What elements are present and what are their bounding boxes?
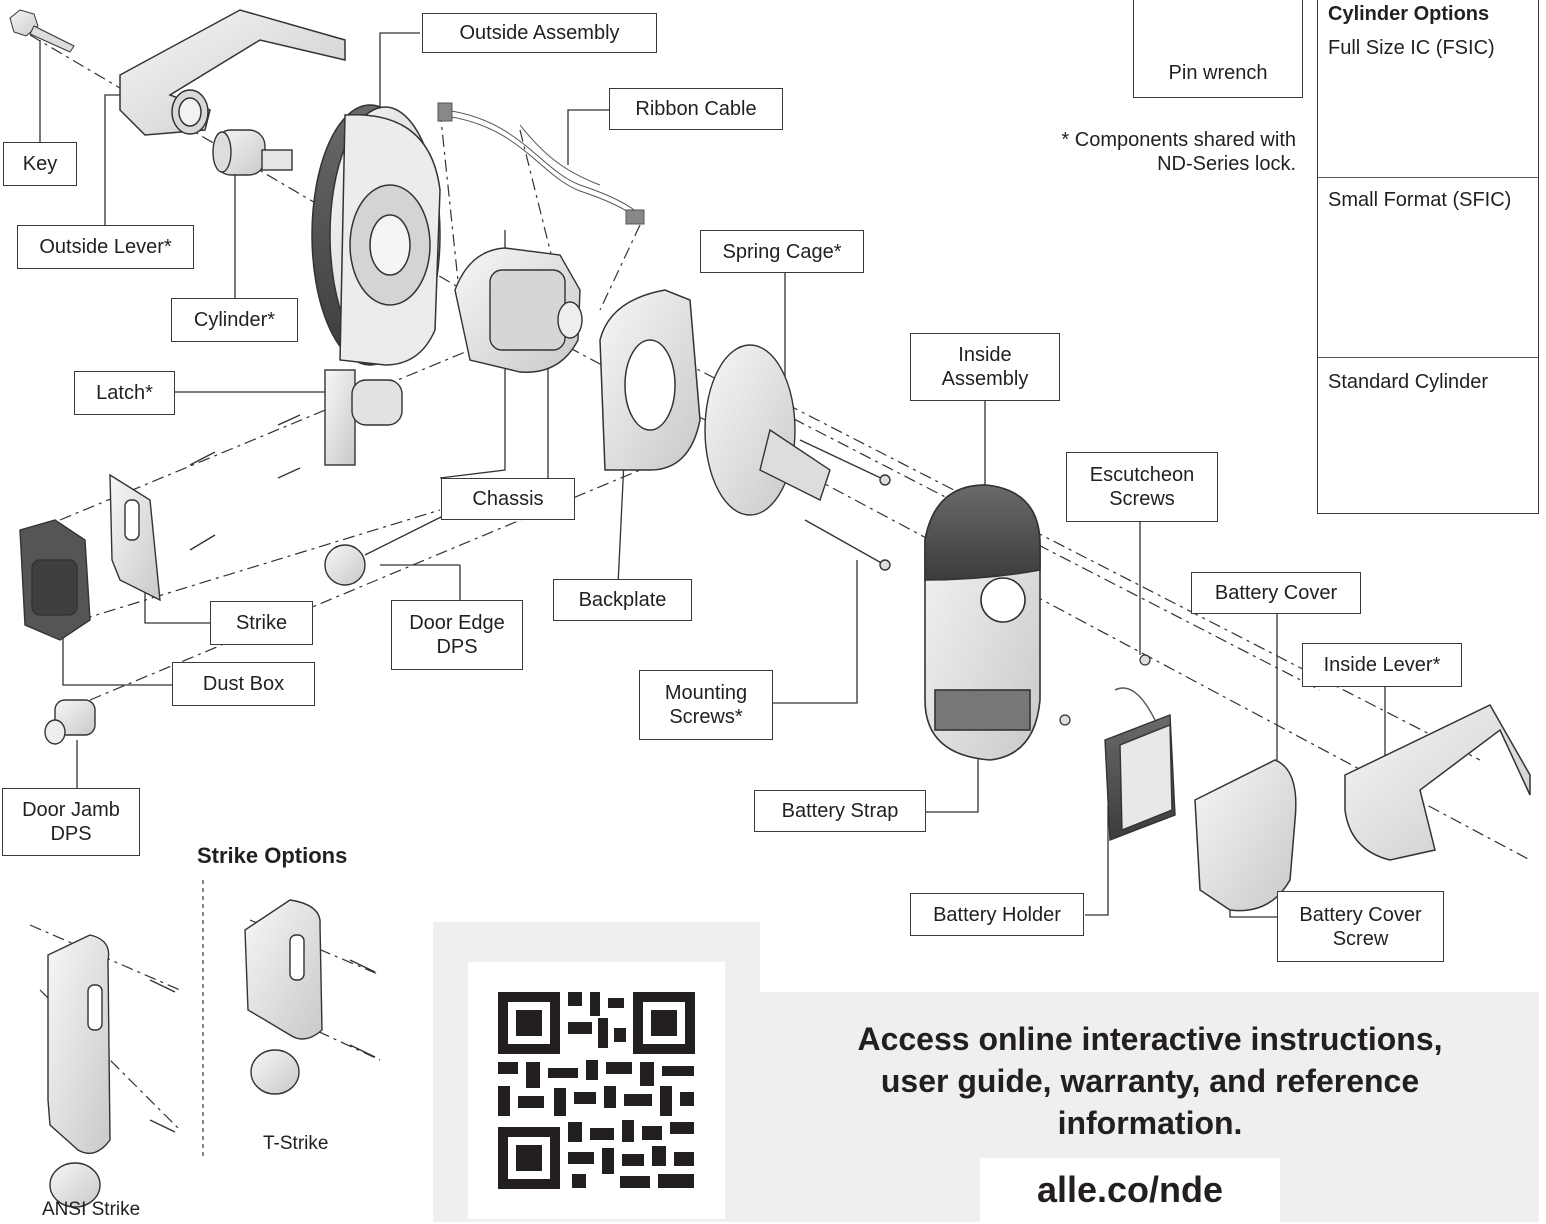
cylinder-option-sfic: Small Format (SFIC)	[1328, 189, 1512, 211]
dust-box-part	[19, 519, 91, 641]
ribbon-cable-part	[437, 102, 645, 225]
label-dust-box: Dust Box	[172, 662, 315, 706]
shared-components-note: * Components shared with ND-Series lock.	[1061, 129, 1296, 175]
cylinder-options-panel: Cylinder Options Full Size IC (FSIC) Sma…	[1317, 0, 1539, 514]
label-cylinder: Cylinder*	[171, 298, 298, 342]
chassis-part	[454, 247, 583, 373]
pin-wrench-label: Pin wrench	[1168, 62, 1268, 84]
label-battery-strap: Battery Strap	[754, 790, 926, 832]
label-chassis: Chassis	[441, 478, 575, 520]
label-battery-cover: Battery Cover	[1191, 572, 1361, 614]
battery-holder-part	[1104, 687, 1176, 842]
outside-assembly-part	[311, 104, 441, 366]
battery-cover-part	[1194, 759, 1297, 912]
label-inside-assembly: Inside Assembly	[910, 333, 1060, 401]
door-edge-dps-part	[324, 504, 466, 586]
label-ribbon-cable: Ribbon Cable	[609, 88, 783, 130]
strike-options-heading: Strike Options	[197, 843, 348, 868]
label-outside-lever: Outside Lever*	[17, 225, 194, 269]
label-inside-lever: Inside Lever*	[1302, 643, 1462, 687]
label-mounting-screws: Mounting Screws*	[639, 670, 773, 740]
cylinder-option-standard: Standard Cylinder	[1328, 371, 1489, 393]
cylinder-part	[212, 129, 293, 176]
label-battery-cover-screw: Battery Cover Screw	[1277, 891, 1444, 962]
label-battery-holder: Battery Holder	[910, 893, 1084, 936]
label-escutcheon-screws: Escutcheon Screws	[1066, 452, 1218, 522]
cylinder-options-divider	[1318, 357, 1538, 358]
t-strike-label: T-Strike	[263, 1133, 329, 1154]
promo-text: Access online interactive instructions, …	[857, 1021, 1443, 1141]
inside-lever-part	[1344, 704, 1531, 861]
label-strike: Strike	[210, 601, 313, 645]
inside-assembly-part	[924, 484, 1041, 761]
ansi-strike-illustration	[47, 934, 176, 1208]
door-jamb-dps-part	[44, 699, 96, 745]
cylinder-option-fsic: Full Size IC (FSIC)	[1328, 37, 1495, 59]
outside-lever-part	[119, 9, 346, 136]
label-key: Key	[3, 142, 77, 186]
label-backplate: Backplate	[553, 579, 692, 621]
label-outside-assembly: Outside Assembly	[422, 13, 657, 53]
qr-code[interactable]	[468, 962, 725, 1219]
escutcheon-screw-part	[1059, 654, 1151, 726]
pin-wrench-box: Pin wrench	[1133, 0, 1303, 98]
label-latch: Latch*	[74, 371, 175, 415]
t-strike-illustration	[244, 899, 376, 1095]
backplate-part	[599, 289, 701, 471]
label-door-jamb-dps: Door Jamb DPS	[2, 788, 140, 856]
label-door-edge-dps: Door Edge DPS	[391, 600, 523, 670]
spring-cage-part	[704, 344, 891, 571]
qr-code-card	[468, 962, 725, 1219]
ansi-strike-label: ANSI Strike	[42, 1199, 141, 1220]
key-part	[9, 9, 75, 53]
cylinder-options-divider	[1318, 177, 1538, 178]
strike-part	[109, 451, 216, 602]
cylinder-options-heading: Cylinder Options	[1328, 3, 1490, 25]
label-spring-cage: Spring Cage*	[700, 230, 864, 273]
latch-part	[277, 369, 403, 479]
promo-url[interactable]: alle.co/nde	[980, 1158, 1280, 1222]
